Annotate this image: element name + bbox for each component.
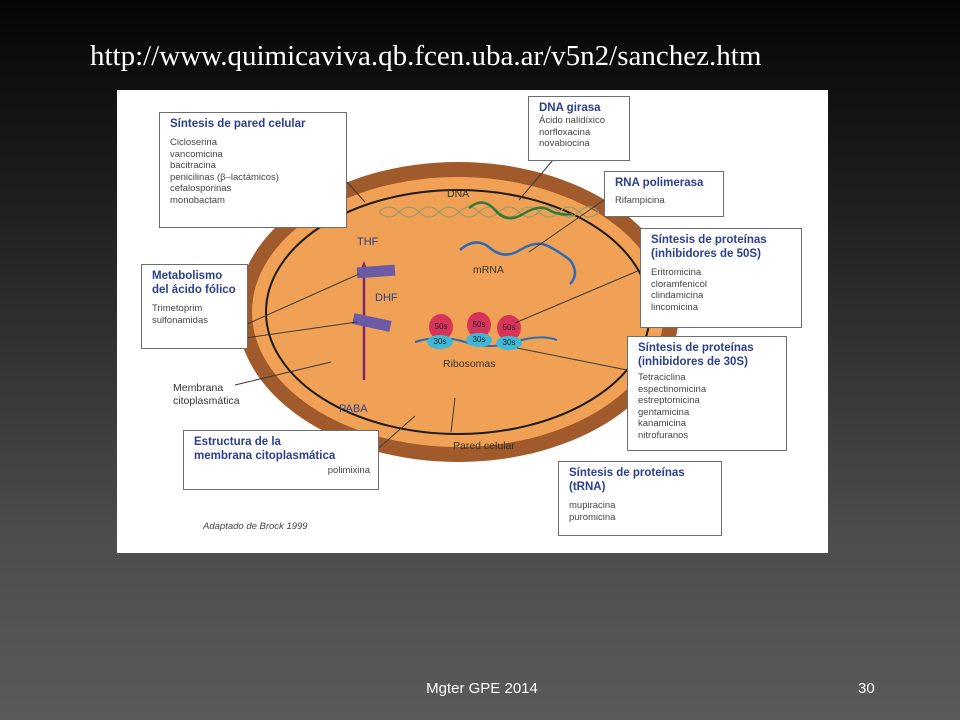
box-item: sulfonamidas [152, 314, 208, 326]
ribosome-1-large [429, 314, 453, 340]
ribosome-2-small [466, 333, 492, 347]
pared-celular-label: Pared celular [453, 440, 515, 452]
box-item: puromicina [569, 511, 616, 523]
box-item: Ácido nalidíxico [539, 115, 606, 126]
box-sintesis-trna-title: Síntesis de proteínas (tRNA) [569, 467, 685, 493]
ribosome-1-large-label: 50s [434, 322, 448, 331]
pointer-trimetoprim [244, 273, 360, 326]
box-sintesis-50s-title: Síntesis de proteínas (inhibidores de 50… [651, 234, 767, 260]
box-dna-girasa-title: DNA girasa [539, 102, 601, 114]
mrna-label: mRNA [473, 264, 504, 276]
pointer-pared-celular [450, 397, 456, 433]
box-item: Rifampicina [615, 195, 665, 206]
box-metabolismo-folico-title: Metabolismo del ácido fólico [152, 270, 236, 296]
pointer-rnapol [528, 199, 605, 253]
pointer-pared [344, 179, 366, 203]
pointer-30s [516, 347, 628, 371]
pointer-50s [514, 269, 641, 324]
dna-strand-2 [378, 206, 600, 218]
box-item: vancomicina [170, 148, 223, 160]
box-sintesis-pared: Síntesis de pared celular Cicloserina va… [159, 112, 347, 228]
box-item: cefalosporinas [170, 183, 232, 194]
box-item: clindamicina [651, 290, 704, 301]
box-item: novabiocina [539, 138, 590, 149]
box-item: polimixina [327, 465, 370, 476]
box-item: lincomicina [651, 301, 698, 313]
dhf-label: DHF [375, 292, 398, 304]
box-sintesis-trna: Síntesis de proteínas (tRNA) mupiracina … [558, 461, 722, 536]
box-rna-polimerasa-title: RNA polimerasa [615, 177, 704, 189]
box-dna-girasa: DNA girasa Ácido nalidíxico norfloxacina… [528, 96, 630, 161]
box-membrana-title: Estructura de la membrana citoplasmática [194, 436, 336, 462]
box-item: Cicloserina [170, 137, 217, 148]
pointer-girasa [518, 159, 554, 201]
box-item: Eritromicina [651, 267, 702, 278]
ribosome-1-small [427, 335, 453, 349]
ribosome-3-small-label: 30s [502, 338, 516, 347]
box-item: cloramfenicol [651, 278, 707, 290]
box-item: Trimetoprim [152, 303, 203, 314]
thf-label: THF [357, 236, 379, 248]
box-item: espectinomicina [638, 383, 707, 395]
box-item: gentamicina [638, 406, 690, 418]
cell-diagram [234, 159, 679, 463]
pointer-membrana [234, 361, 332, 386]
box-item: monobactam [170, 194, 225, 206]
ribosome-3-small [496, 336, 522, 350]
enzyme-block-top [356, 264, 396, 279]
slide-url: http://www.quimicaviva.qb.fcen.uba.ar/v5… [90, 40, 762, 72]
pointer-sulfonamidas [244, 321, 358, 339]
figure-credit: Adaptado de Brock 1999 [203, 521, 308, 532]
page-number: 30 [858, 680, 875, 697]
box-sintesis-50s: Síntesis de proteínas (inhibidores de 50… [640, 228, 802, 328]
ribosome-3-large-label: 50s [502, 323, 516, 332]
ribosome-1-small-label: 30s [433, 337, 447, 346]
box-metabolismo-folico: Metabolismo del ácido fólico Trimetoprim… [141, 264, 248, 349]
dna-green-strand [468, 201, 574, 220]
ribosomas-label: Ribosomas [443, 358, 496, 370]
dna-label: DNA [447, 188, 470, 200]
box-sintesis-pared-title: Síntesis de pared celular [170, 118, 306, 130]
ribosome-2-small-label: 30s [472, 335, 486, 344]
box-rna-polimerasa: RNA polimerasa Rifampicina [604, 171, 724, 217]
ribosome-3-large [497, 315, 521, 341]
membrana-label: Membrana citoplasmática [173, 382, 240, 407]
box-item: estreptomicina [638, 395, 700, 406]
ribosome-2-large-label: 50s [472, 320, 486, 329]
enzyme-block-bottom [352, 313, 392, 332]
box-item: mupiracina [569, 500, 616, 511]
box-item: penicilinas (β–lactámicos) [170, 171, 279, 183]
ribosome-2-large [467, 312, 491, 338]
box-item: bacitracina [170, 160, 216, 171]
paba-label: PABA [339, 403, 368, 415]
cell-periplasm [252, 177, 664, 447]
box-item: kanamicina [638, 418, 687, 429]
box-sintesis-30s: Síntesis de proteínas (inhibidores de 30… [627, 336, 787, 451]
box-item: norfloxacina [539, 126, 591, 138]
antibiotic-targets-figure: DNA mRNA THF DHF PABA Ribosomas Pared ce… [117, 90, 828, 553]
slide-footer: Mgter GPE 2014 [426, 680, 538, 697]
box-sintesis-30s-title: Síntesis de proteínas (inhibidores de 30… [638, 342, 754, 368]
box-item: Tetraciclina [638, 372, 686, 383]
box-membrana-citoplasmatica: Estructura de la membrana citoplasmática… [183, 430, 379, 490]
mrna-strand [459, 241, 577, 285]
box-item: nitrofuranos [638, 429, 689, 441]
